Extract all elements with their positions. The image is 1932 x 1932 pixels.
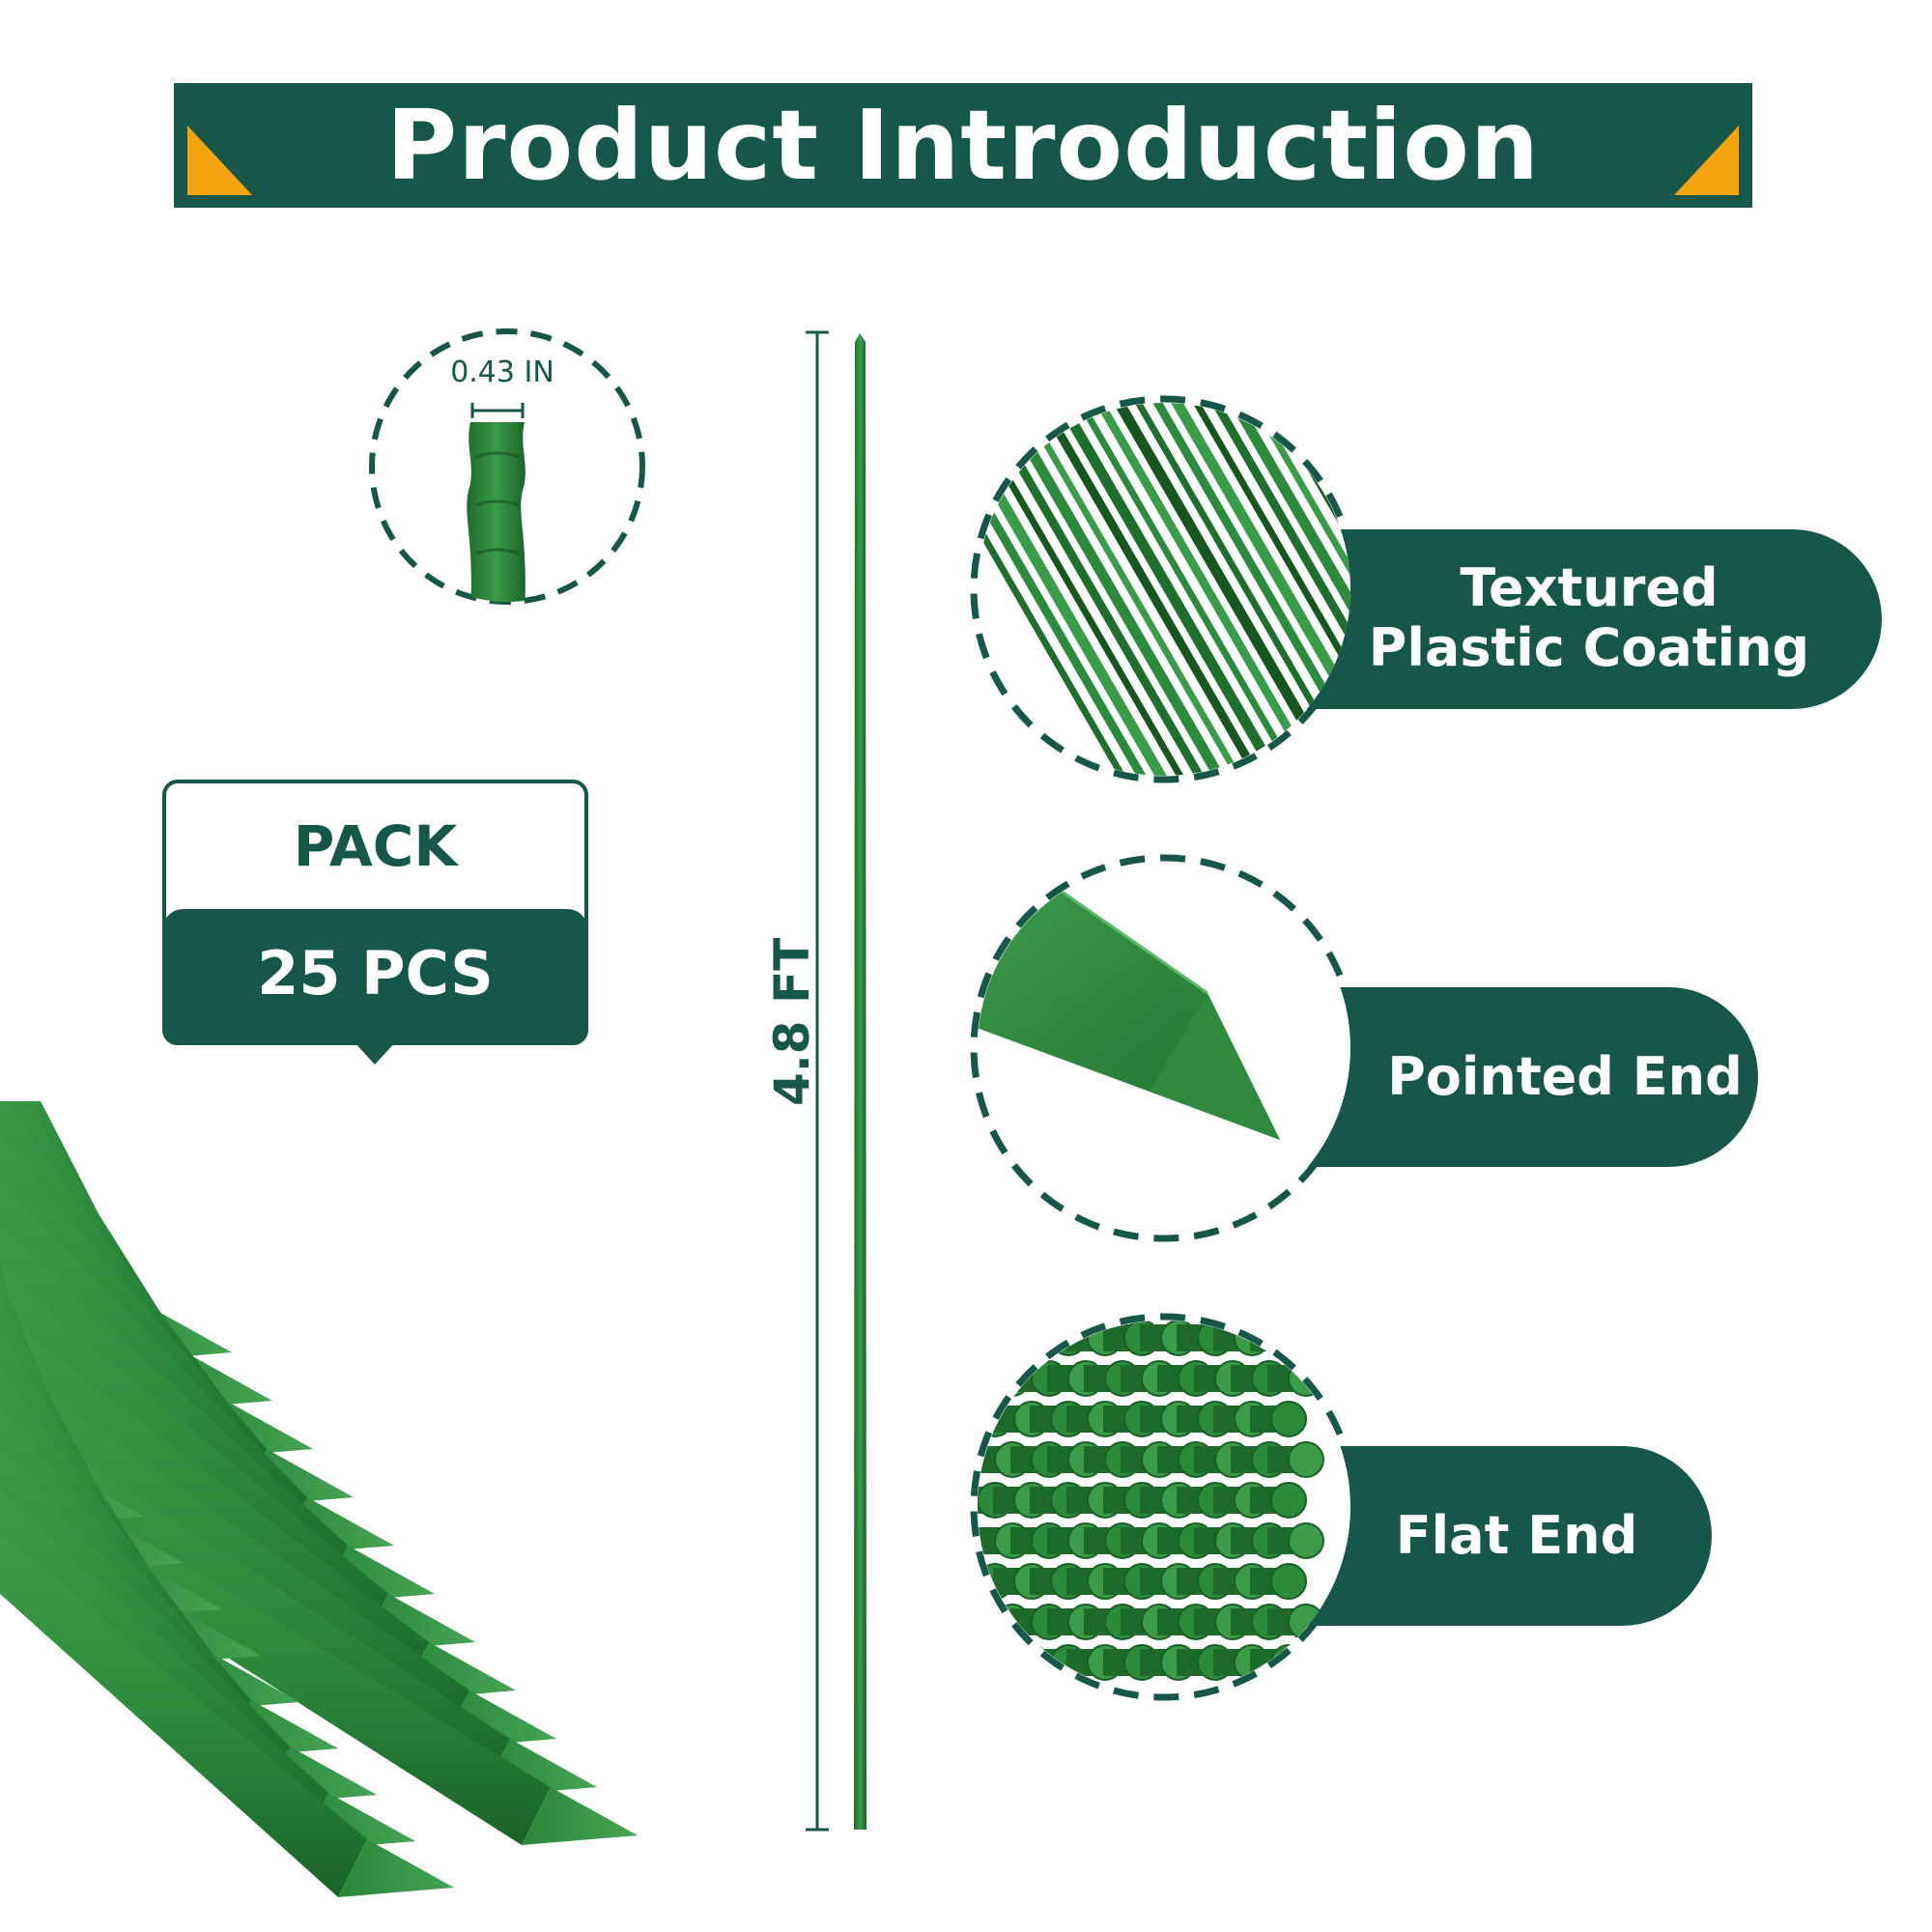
diameter-detail-circle <box>369 328 645 605</box>
corner-triangle-left <box>187 126 252 195</box>
pack-callout-pointer <box>354 1041 396 1065</box>
feature-coating-line2: Plastic Coating <box>1368 617 1810 678</box>
pointed-end-closeup-image <box>978 887 1280 1140</box>
pack-callout: PACK 25 PCS <box>162 780 588 1045</box>
diameter-label: 0.43 IN <box>450 355 554 389</box>
length-label: 4.8 FT <box>764 937 820 1106</box>
single-stake-image <box>854 333 867 1830</box>
feature-circle-coating <box>970 395 1358 783</box>
pack-count-panel: 25 PCS <box>162 909 588 1045</box>
pack-count: 25 PCS <box>257 938 494 1009</box>
feature-flat-label: Flat End <box>1395 1505 1638 1566</box>
pack-label: PACK <box>293 813 458 879</box>
feature-pill-coating: Textured Plastic Coating <box>1275 529 1882 709</box>
feature-pointed-label: Pointed End <box>1387 1046 1743 1107</box>
feature-coating-line1: Textured <box>1460 557 1719 618</box>
header-banner: Product Introduction <box>174 83 1752 208</box>
stake-closeup-image <box>467 422 526 602</box>
corner-triangle-right <box>1674 126 1739 195</box>
stake-bundle-image <box>0 1101 638 1897</box>
feature-circle-pointed <box>970 854 1358 1242</box>
feature-circle-flat <box>970 1313 1358 1701</box>
feature-pill-pointed: Pointed End <box>1275 987 1758 1167</box>
length-dimension <box>806 330 867 1832</box>
page-title: Product Introduction <box>385 89 1541 202</box>
